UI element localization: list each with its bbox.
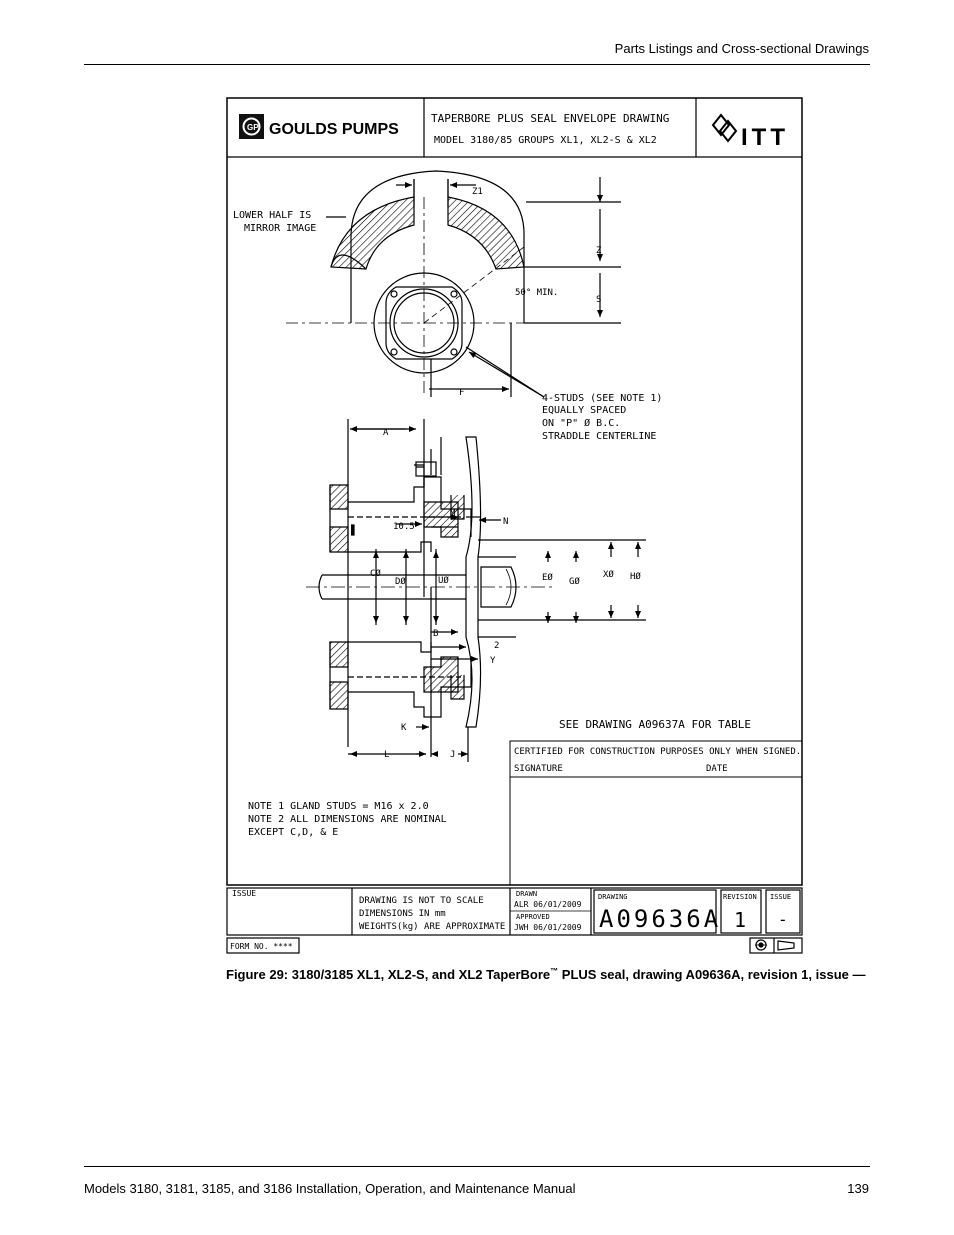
label-2: 2	[494, 641, 499, 651]
label-k: K	[401, 723, 407, 733]
itt-logo-icon	[711, 113, 738, 143]
drawing-title-1: TAPERBORE PLUS SEAL ENVELOPE DRAWING	[431, 112, 669, 125]
certified-text: CERTIFIED FOR CONSTRUCTION PURPOSES ONLY…	[514, 747, 801, 757]
itt-logo-text: ITT	[741, 124, 789, 151]
brand-name: GOULDS PUMPS	[269, 121, 399, 138]
caption-prefix: Figure 29: 3180/3185 XL1, XL2-S, and XL2…	[226, 967, 551, 982]
approved-label: APPROVED	[516, 913, 550, 921]
cross-section	[306, 419, 646, 762]
caption-suffix: PLUS seal, drawing A09636A, revision 1, …	[558, 967, 866, 982]
note-3: EXCEPT C,D, & E	[248, 827, 338, 838]
note-2: NOTE 2 ALL DIMENSIONS ARE NOMINAL	[248, 814, 447, 825]
page-number: 139	[847, 1181, 869, 1196]
approved-value: JWH 06/01/2009	[514, 923, 582, 932]
revision-value: 1	[734, 908, 746, 932]
label-g: GØ	[569, 576, 580, 587]
figure-caption: Figure 29: 3180/3185 XL1, XL2-S, and XL2…	[226, 965, 876, 985]
trademark-mark: ™	[550, 966, 559, 976]
label-studs-1: 4-STUDS (SEE NOTE 1)	[542, 393, 662, 404]
svg-text:GP: GP	[247, 123, 259, 132]
label-l: L	[384, 750, 389, 760]
drawn-value: ALR 06/01/2009	[514, 900, 582, 909]
label-a: A	[383, 428, 389, 438]
drawing-number: A09636A	[599, 905, 721, 933]
signature-label: SIGNATURE	[514, 764, 563, 774]
footer-rule	[84, 1166, 870, 1167]
revision-label: REVISION	[723, 893, 757, 901]
title-block	[226, 887, 803, 954]
label-f: F	[459, 388, 464, 398]
label-lower-half-1: LOWER HALF IS	[233, 210, 311, 221]
scale-note-3: WEIGHTS(kg) ARE APPROXIMATE	[359, 922, 505, 932]
label-u: UØ	[438, 575, 449, 586]
form-number: FORM NO. ****	[230, 942, 293, 951]
goulds-logo: GP	[239, 114, 264, 139]
label-s: S	[596, 295, 601, 305]
label-z: Z	[596, 246, 602, 256]
scale-note-2: DIMENSIONS IN mm	[359, 909, 446, 919]
issue-value: -	[778, 910, 788, 929]
label-x: XØ	[603, 569, 614, 580]
label-b: B	[433, 629, 438, 639]
header-rule	[84, 64, 870, 65]
label-y: Y	[490, 656, 496, 666]
label-j: J	[450, 750, 455, 760]
label-angle: 50° MIN.	[515, 288, 558, 298]
label-lower-half-2: MIRROR IMAGE	[244, 223, 316, 234]
label-m: M	[450, 509, 456, 519]
drawing-label: DRAWING	[598, 893, 628, 901]
label-e: EØ	[542, 572, 553, 583]
envelope-drawing: GP GOULDS PUMPS TAPERBORE PLUS SEAL ENVE…	[226, 97, 803, 954]
label-n: N	[503, 517, 508, 527]
end-view	[286, 170, 621, 398]
label-studs-3: ON "P" Ø B.C.	[542, 417, 620, 429]
footer-manual-title: Models 3180, 3181, 3185, and 3186 Instal…	[84, 1181, 576, 1196]
label-d: DØ	[395, 576, 406, 587]
drawn-label: DRAWN	[516, 890, 537, 898]
issue-label: ISSUE	[232, 889, 256, 898]
see-table-note: SEE DRAWING A09637A FOR TABLE	[559, 718, 751, 731]
label-h: HØ	[630, 571, 641, 582]
label-10-5: 10.5	[393, 522, 415, 532]
date-label: DATE	[706, 764, 728, 774]
label-studs-2: EQUALLY SPACED	[542, 405, 626, 416]
label-z1: Z1	[472, 187, 483, 197]
drawing-frame	[226, 97, 803, 886]
issue-column-label: ISSUE	[770, 893, 791, 901]
running-header: Parts Listings and Cross-sectional Drawi…	[614, 41, 869, 56]
note-1: NOTE 1 GLAND STUDS = M16 x 2.0	[248, 801, 429, 812]
scale-note-1: DRAWING IS NOT TO SCALE	[359, 896, 484, 906]
label-c: CØ	[370, 568, 381, 579]
drawing-title-2: MODEL 3180/85 GROUPS XL1, XL2-S & XL2	[434, 135, 657, 146]
label-studs-4: STRADDLE CENTERLINE	[542, 431, 656, 442]
